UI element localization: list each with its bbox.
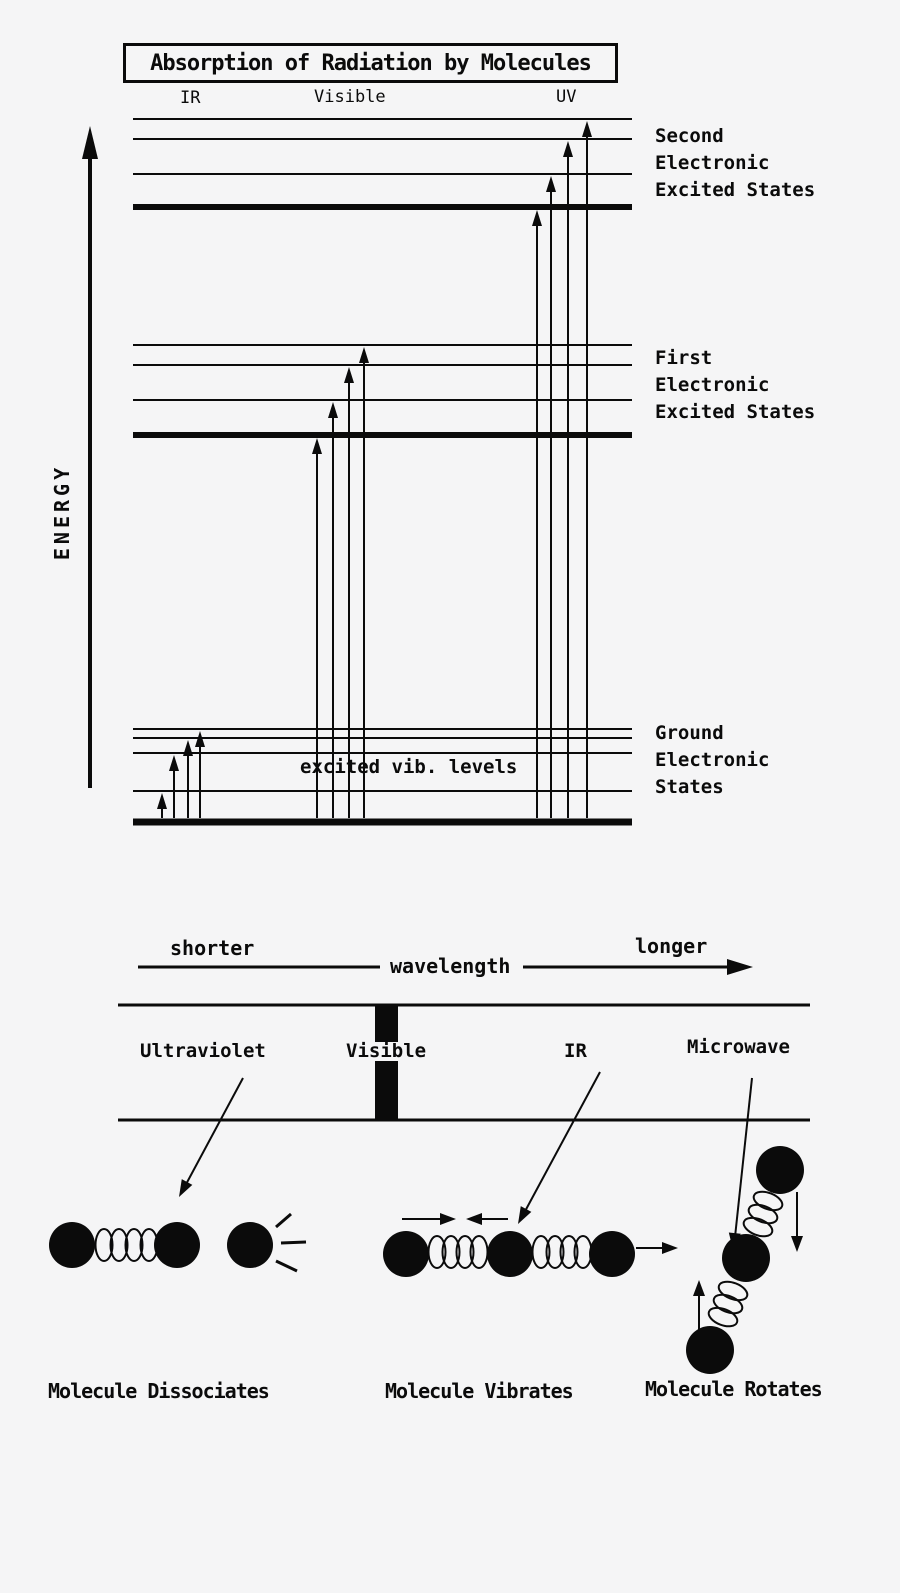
- spring-icon: [531, 1235, 593, 1269]
- diagram-title-text: Absorption of Radiation by Molecules: [150, 50, 592, 76]
- band-label-visible: Visible: [344, 1040, 429, 1062]
- second-excited-state-label: Second Electronic Excited States: [655, 125, 816, 201]
- vibration-arrows-icon: [402, 1213, 508, 1225]
- wavelength-label: wavelength: [390, 954, 511, 978]
- diagram-title: Absorption of Radiation by Molecules: [123, 43, 618, 83]
- ultraviolet-pointer-arrow: [179, 1077, 244, 1197]
- caption-molecule-dissociates: Molecule Dissociates: [48, 1379, 270, 1403]
- region-header-ir: IR: [180, 88, 201, 108]
- energy-axis-label: ENERGY: [50, 463, 74, 561]
- ground-state-levels: [133, 728, 632, 826]
- caption-molecule-vibrates: Molecule Vibrates: [385, 1379, 574, 1403]
- second-excited-state-levels: [133, 118, 632, 210]
- microwave-pointer-arrow: [728, 1077, 753, 1250]
- translation-arrow-icon: [636, 1242, 678, 1254]
- dissociation-burst-icon: [275, 1212, 307, 1273]
- region-header-visible: Visible: [314, 87, 386, 107]
- band-label-microwave: Microwave: [687, 1036, 790, 1058]
- rotation-arrows-icon: [693, 1192, 803, 1336]
- uv-transition-arrows: [532, 121, 592, 818]
- band-label-ir: IR: [564, 1040, 587, 1062]
- energy-axis-arrow-icon: [82, 126, 98, 788]
- vibrational-levels-label: excited vib. levels: [300, 756, 518, 778]
- wavelength-shorter-label: shorter: [170, 936, 255, 960]
- spring-icon: [427, 1235, 489, 1269]
- first-excited-state-label: First Electronic Excited States: [655, 347, 816, 423]
- molecule-rotates-figure: [686, 1146, 804, 1374]
- spectrum-band: [118, 1003, 810, 1122]
- visible-transition-arrows: [312, 347, 369, 818]
- spring-icon: [707, 1280, 749, 1328]
- spring-icon: [742, 1190, 784, 1238]
- wavelength-longer-label: longer: [635, 934, 708, 958]
- ir-pointer-arrow: [518, 1071, 601, 1224]
- first-excited-state-levels: [133, 344, 632, 438]
- visible-band-marker: [375, 1005, 398, 1120]
- molecule-dissociates-figure: [49, 1212, 307, 1273]
- band-label-ultraviolet: Ultraviolet: [140, 1040, 266, 1062]
- molecule-vibrates-figure: [383, 1213, 678, 1277]
- ground-state-label: Ground Electronic States: [655, 722, 770, 798]
- region-header-uv: UV: [556, 87, 577, 107]
- ir-transition-arrows: [157, 731, 205, 818]
- spring-icon: [94, 1228, 159, 1262]
- caption-molecule-rotates: Molecule Rotates: [645, 1377, 823, 1401]
- wavelength-arrow-icon: [138, 959, 753, 975]
